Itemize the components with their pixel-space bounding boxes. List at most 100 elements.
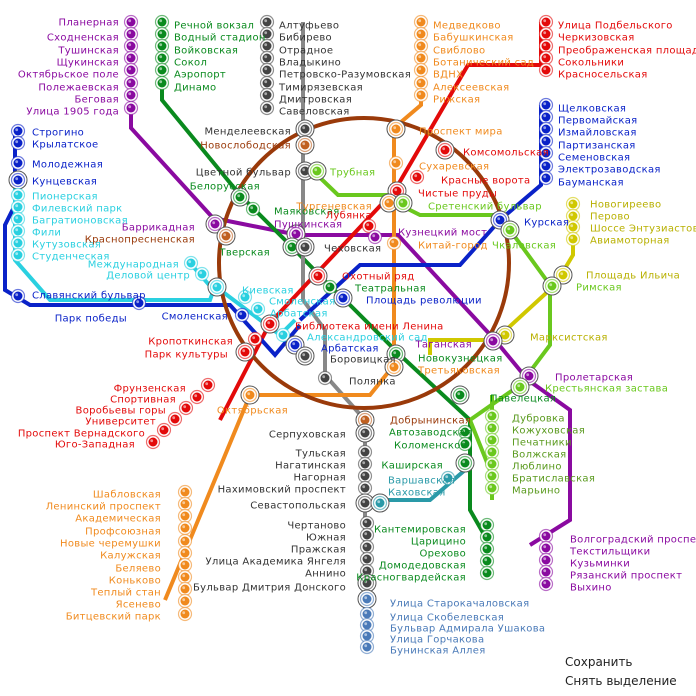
station-marker-icon[interactable] bbox=[538, 170, 554, 186]
station-label[interactable]: Фрунзенская bbox=[114, 384, 186, 395]
station-marker-icon[interactable] bbox=[359, 628, 375, 644]
station-label[interactable]: Красногвардейская bbox=[356, 573, 466, 584]
station-label[interactable]: Воробьевы горы bbox=[76, 406, 166, 417]
station-label[interactable]: Коньково bbox=[109, 576, 161, 587]
station-label[interactable]: Чертаново bbox=[287, 521, 346, 532]
station-label[interactable]: Третьяковская bbox=[417, 366, 500, 377]
station-label[interactable]: Кузьминки bbox=[570, 559, 630, 570]
station-label[interactable]: Текстильщики bbox=[569, 547, 650, 558]
station-marker-icon[interactable] bbox=[205, 214, 225, 234]
station-marker-icon[interactable] bbox=[183, 255, 199, 271]
station-label[interactable]: Речной вокзал bbox=[174, 21, 254, 32]
station-label[interactable]: Академическая bbox=[75, 514, 161, 525]
station-marker-icon[interactable] bbox=[565, 208, 581, 224]
station-label[interactable]: Филевский парк bbox=[32, 204, 123, 215]
station-marker-icon[interactable] bbox=[123, 62, 139, 78]
station-label[interactable]: Пражская bbox=[291, 545, 346, 556]
station-marker-icon[interactable] bbox=[538, 528, 554, 544]
station-marker-icon[interactable] bbox=[259, 26, 275, 42]
station-label[interactable]: Улица Скобелевская bbox=[390, 613, 504, 624]
station-label[interactable]: Электрозаводская bbox=[558, 165, 661, 176]
station-label[interactable]: Юго-Западная bbox=[55, 440, 135, 451]
station-marker-icon[interactable] bbox=[359, 515, 375, 531]
station-marker-icon[interactable] bbox=[484, 408, 500, 424]
save-button[interactable]: Сохранить bbox=[565, 655, 633, 669]
station-marker-icon[interactable] bbox=[479, 517, 495, 533]
station-marker-icon[interactable] bbox=[357, 480, 373, 496]
station-marker-icon[interactable] bbox=[154, 26, 170, 42]
station-label[interactable]: Сходненская bbox=[47, 33, 119, 44]
station-label[interactable]: Автозаводская bbox=[389, 428, 472, 439]
station-label[interactable]: Ленинский проспект bbox=[46, 502, 161, 513]
station-marker-icon[interactable] bbox=[177, 593, 193, 609]
station-marker-icon[interactable] bbox=[357, 444, 373, 460]
station-label[interactable]: Щелковская bbox=[558, 104, 626, 115]
station-label[interactable]: Авиамоторная bbox=[590, 236, 670, 247]
station-marker-icon[interactable] bbox=[355, 423, 375, 443]
station-marker-icon[interactable] bbox=[359, 639, 375, 655]
station-marker-icon[interactable] bbox=[479, 565, 495, 581]
station-marker-icon[interactable] bbox=[177, 569, 193, 585]
station-marker-icon[interactable] bbox=[361, 218, 377, 234]
station-marker-icon[interactable] bbox=[386, 235, 402, 251]
station-marker-icon[interactable] bbox=[259, 62, 275, 78]
station-label[interactable]: Комсомольская bbox=[463, 148, 549, 159]
station-label[interactable]: Кантемировская bbox=[374, 525, 466, 536]
clear-selection-button[interactable]: Снять выделение bbox=[565, 674, 677, 688]
station-label[interactable]: Кожуховская bbox=[512, 426, 585, 437]
station-label[interactable]: Крестьянская застава bbox=[545, 384, 668, 395]
station-marker-icon[interactable] bbox=[355, 410, 375, 430]
station-marker-icon[interactable] bbox=[538, 564, 554, 580]
station-marker-icon[interactable] bbox=[177, 508, 193, 524]
station-label[interactable]: Фили bbox=[32, 228, 61, 239]
station-label[interactable]: Новокузнецкая bbox=[418, 354, 503, 365]
station-marker-icon[interactable] bbox=[479, 541, 495, 557]
station-label[interactable]: Спортивная bbox=[110, 395, 176, 406]
station-marker-icon[interactable] bbox=[457, 436, 473, 452]
station-label[interactable]: Сухаревская bbox=[419, 162, 489, 173]
station-label[interactable]: Проспект мира bbox=[419, 127, 503, 138]
station-label[interactable]: Беляево bbox=[115, 564, 161, 575]
station-marker-icon[interactable] bbox=[260, 314, 280, 334]
station-label[interactable]: Бульвар Адмирала Ушакова bbox=[390, 624, 545, 635]
station-marker-icon[interactable] bbox=[370, 493, 390, 513]
station-label[interactable]: Маяковская bbox=[274, 207, 340, 218]
station-marker-icon[interactable] bbox=[177, 533, 193, 549]
station-label[interactable]: Черкизовская bbox=[558, 33, 635, 44]
station-marker-icon[interactable] bbox=[538, 552, 554, 568]
station-label[interactable]: Измайловская bbox=[558, 128, 637, 139]
station-marker-icon[interactable] bbox=[207, 277, 227, 297]
station-label[interactable]: Студенческая bbox=[32, 252, 110, 263]
station-marker-icon[interactable] bbox=[538, 145, 554, 161]
station-marker-icon[interactable] bbox=[10, 235, 26, 251]
station-marker-icon[interactable] bbox=[413, 14, 429, 30]
station-label[interactable]: Курская bbox=[524, 218, 569, 229]
station-label[interactable]: Крылатское bbox=[32, 140, 99, 151]
station-label[interactable]: Рижская bbox=[433, 95, 480, 106]
station-label[interactable]: Чеховская bbox=[324, 244, 381, 255]
station-marker-icon[interactable] bbox=[156, 422, 172, 438]
station-label[interactable]: Тверская bbox=[218, 248, 270, 259]
station-label[interactable]: Петровско-Разумовская bbox=[279, 70, 411, 81]
station-label[interactable]: Строгино bbox=[32, 128, 84, 139]
station-label[interactable]: Лубянка bbox=[326, 211, 372, 222]
station-label[interactable]: Бунинская Аллея bbox=[390, 646, 486, 657]
station-marker-icon[interactable] bbox=[367, 229, 383, 245]
station-label[interactable]: Добрынинская bbox=[390, 416, 471, 427]
station-label[interactable]: Новые черемушки bbox=[60, 539, 161, 550]
station-marker-icon[interactable] bbox=[500, 220, 520, 240]
station-marker-icon[interactable] bbox=[484, 456, 500, 472]
station-label[interactable]: Перово bbox=[590, 212, 630, 223]
station-label[interactable]: Баррикадная bbox=[122, 223, 195, 234]
station-marker-icon[interactable] bbox=[538, 576, 554, 592]
station-label[interactable]: Александровский сад bbox=[307, 333, 428, 344]
station-label[interactable]: Волжская bbox=[512, 450, 566, 461]
station-marker-icon[interactable] bbox=[154, 75, 170, 91]
station-label[interactable]: Улица Академика Янгеля bbox=[206, 557, 346, 568]
station-label[interactable]: Савеловская bbox=[279, 107, 350, 118]
station-marker-icon[interactable] bbox=[483, 331, 503, 351]
station-label[interactable]: Щукинская bbox=[57, 58, 119, 69]
station-marker-icon[interactable] bbox=[10, 155, 26, 171]
station-label[interactable]: Полежаевская bbox=[38, 83, 119, 94]
station-marker-icon[interactable] bbox=[237, 289, 253, 305]
